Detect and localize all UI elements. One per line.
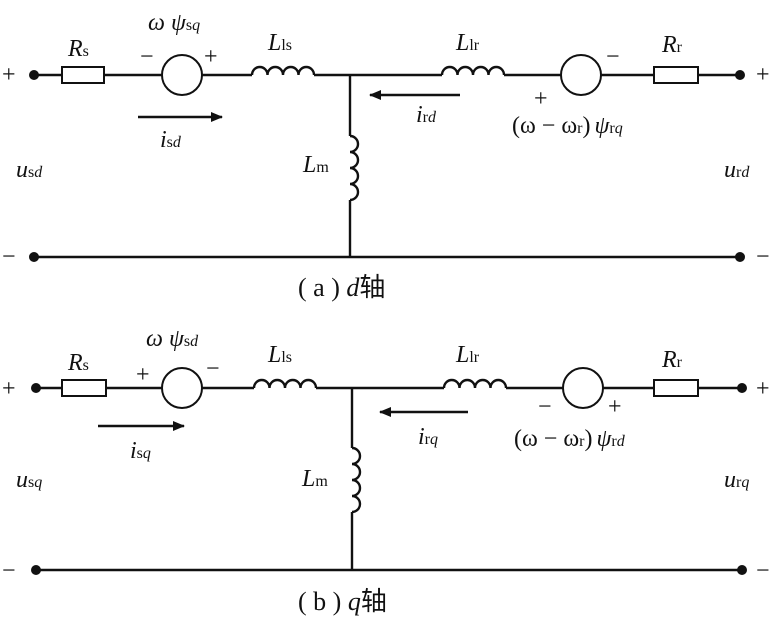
terminal-top-right bbox=[735, 70, 745, 80]
inductor-lls bbox=[252, 378, 318, 389]
inductor-lm bbox=[351, 446, 362, 514]
inductor-llr bbox=[440, 65, 506, 76]
caption-d-axis: ( a ) d轴 bbox=[298, 273, 385, 302]
voltage-source-stator bbox=[161, 367, 203, 409]
voltage-source-stator bbox=[161, 54, 203, 96]
label-rs: Rs bbox=[67, 36, 89, 62]
label-is: isq bbox=[130, 438, 151, 464]
label-rr: Rr bbox=[661, 347, 683, 373]
sign-source-rotor-right: + bbox=[608, 394, 622, 420]
inductor-lm bbox=[349, 134, 360, 202]
inductor-llr bbox=[442, 378, 508, 389]
sign-source-stator-left: − bbox=[140, 44, 154, 70]
label-source-rotor: (ω − ωr)ψrq bbox=[512, 113, 623, 139]
sign-source-rotor-left: + bbox=[534, 86, 548, 112]
sign-bottom-right: − bbox=[756, 558, 770, 584]
label-ir: irq bbox=[418, 424, 438, 450]
sign-top-right: + bbox=[756, 62, 770, 88]
sign-top-right: + bbox=[756, 376, 770, 402]
voltage-source-rotor bbox=[560, 54, 602, 96]
label-llr: Llr bbox=[455, 30, 480, 56]
resistor-rs bbox=[61, 66, 105, 84]
sign-source-stator-right: − bbox=[206, 356, 220, 382]
resistor-rs bbox=[61, 379, 107, 397]
terminal-bottom-left bbox=[31, 565, 41, 575]
sign-top-left: + bbox=[2, 62, 16, 88]
label-source-rotor: (ω − ωr)ψrd bbox=[514, 426, 626, 452]
terminal-bottom-right bbox=[735, 252, 745, 262]
terminal-bottom-right bbox=[737, 565, 747, 575]
terminal-top-left bbox=[31, 383, 41, 393]
label-ur: urd bbox=[724, 157, 750, 183]
voltage-source-rotor bbox=[562, 367, 604, 409]
sign-source-stator-left: + bbox=[136, 362, 150, 388]
label-ir: ird bbox=[416, 102, 437, 128]
sign-bottom-left: − bbox=[2, 244, 16, 270]
label-lls: Lls bbox=[267, 342, 292, 368]
terminal-top-left bbox=[29, 70, 39, 80]
sign-source-rotor-right: − bbox=[606, 44, 620, 70]
sign-source-rotor-left: − bbox=[538, 394, 552, 420]
sign-top-left: + bbox=[2, 376, 16, 402]
label-lls: Lls bbox=[267, 30, 292, 56]
label-lm: Lm bbox=[302, 152, 329, 178]
resistor-rr bbox=[653, 66, 699, 84]
inductor-lls bbox=[250, 65, 316, 76]
sign-bottom-left: − bbox=[2, 558, 16, 584]
label-lm: Lm bbox=[301, 466, 328, 492]
label-ur: urq bbox=[724, 467, 749, 493]
sign-bottom-right: − bbox=[756, 244, 770, 270]
caption-q-axis: ( b ) q轴 bbox=[298, 587, 387, 616]
label-us: usd bbox=[16, 157, 43, 183]
terminal-bottom-left bbox=[29, 252, 39, 262]
label-is: isd bbox=[160, 127, 182, 153]
label-us: usq bbox=[16, 467, 42, 493]
terminal-top-right bbox=[737, 383, 747, 393]
label-rr: Rr bbox=[661, 32, 683, 58]
label-llr: Llr bbox=[455, 342, 480, 368]
resistor-rr bbox=[653, 379, 699, 397]
sign-source-stator-right: + bbox=[204, 44, 218, 70]
label-rs: Rs bbox=[67, 350, 89, 376]
